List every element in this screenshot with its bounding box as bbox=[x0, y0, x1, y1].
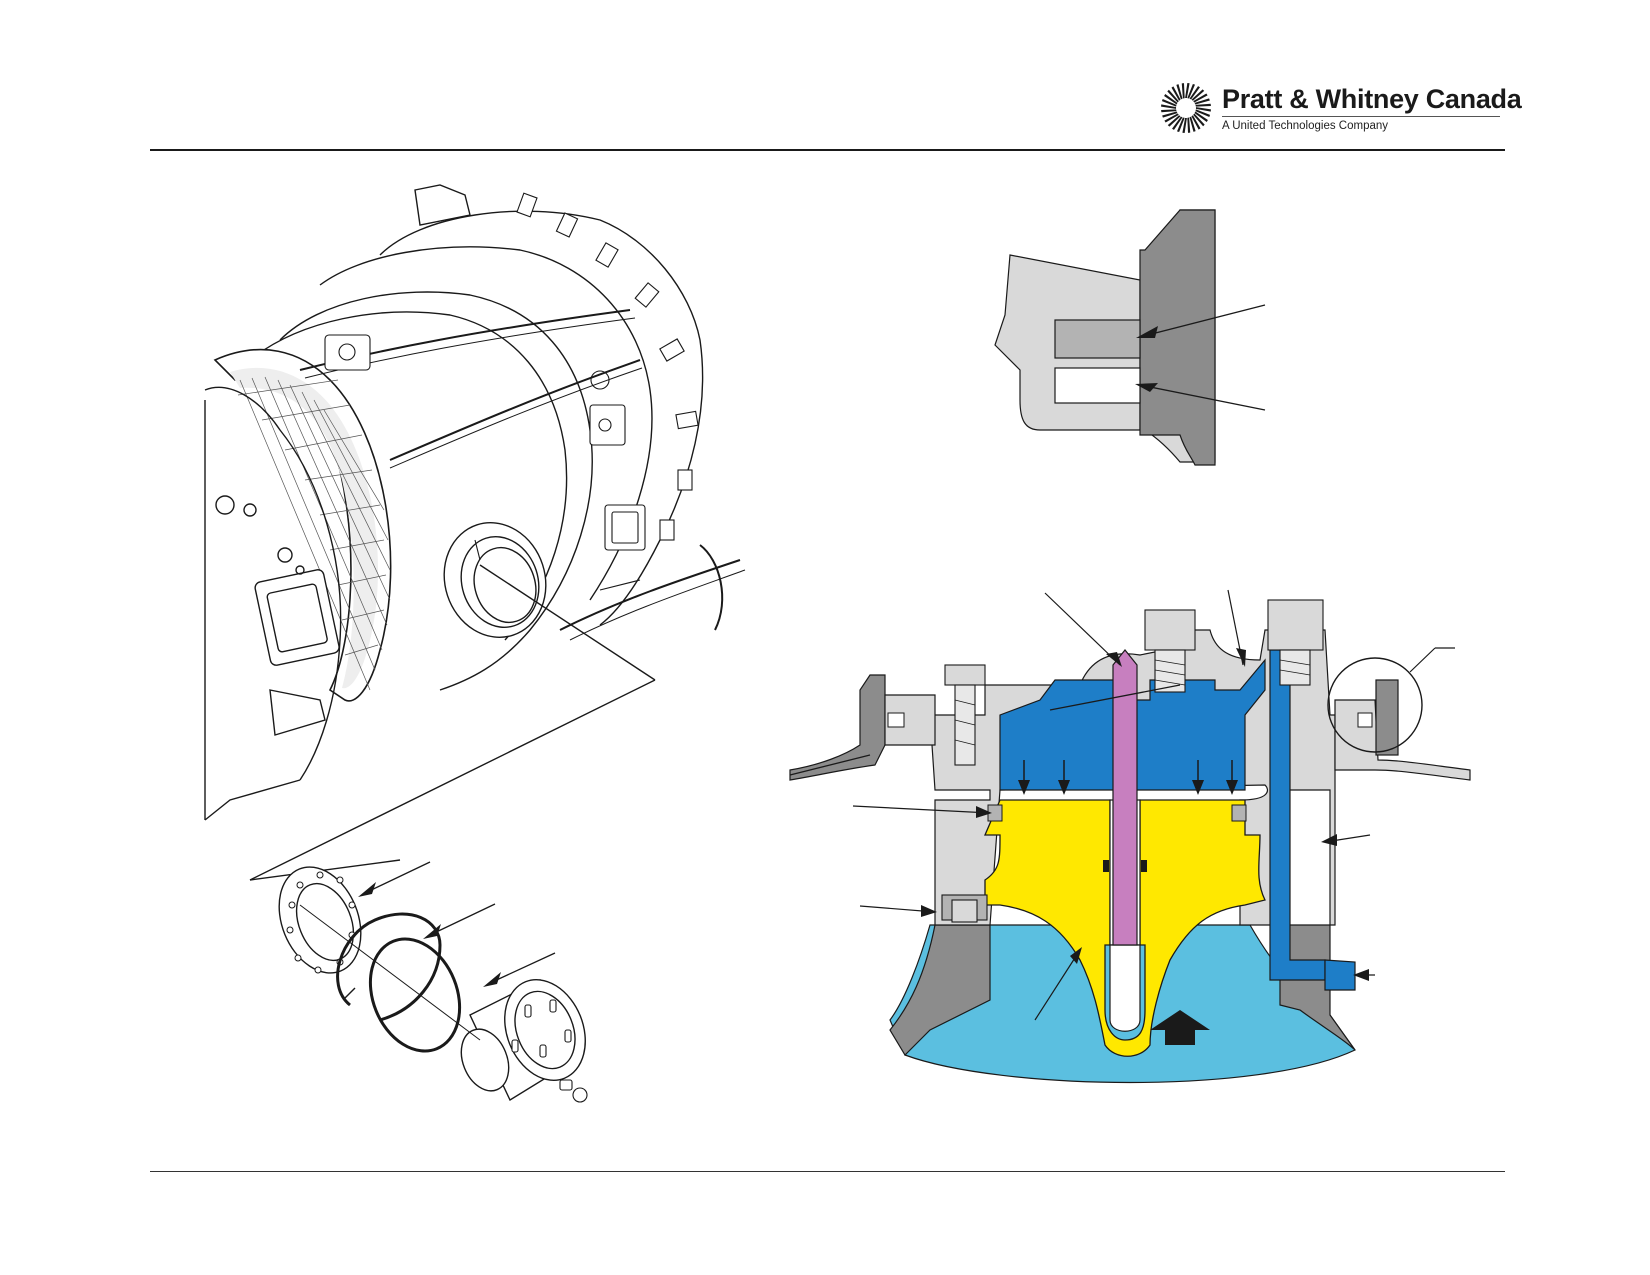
logo-ray bbox=[1194, 111, 1208, 122]
logo-ray bbox=[1191, 89, 1205, 101]
inlet-screen-mesh bbox=[213, 348, 392, 702]
logo-ray bbox=[1167, 115, 1181, 127]
logo-ray bbox=[1181, 83, 1185, 99]
logo-ray bbox=[1161, 98, 1177, 107]
logo-ray bbox=[1161, 109, 1177, 113]
company-name: Pratt & Whitney Canada bbox=[1222, 84, 1522, 114]
cartridge-assembly bbox=[460, 979, 588, 1103]
part-callout-arrows bbox=[364, 861, 556, 984]
logo-ray bbox=[1195, 107, 1211, 112]
logo-ray bbox=[1161, 104, 1177, 109]
brand-divider bbox=[1222, 116, 1500, 117]
seal-ring bbox=[368, 937, 462, 1053]
logo-ray bbox=[1195, 109, 1211, 118]
seal-detail-view bbox=[994, 209, 1266, 466]
header-rule bbox=[150, 149, 1505, 151]
logo-ray bbox=[1176, 84, 1183, 100]
logo-ray bbox=[1171, 86, 1181, 101]
logo-ray bbox=[1185, 83, 1190, 99]
logo-ray bbox=[1187, 117, 1191, 133]
company-tagline: A United Technologies Company bbox=[1222, 120, 1389, 132]
snap-ring bbox=[336, 912, 442, 1022]
logo-ray bbox=[1176, 117, 1185, 133]
logo-ray bbox=[1193, 93, 1208, 103]
logo-ray bbox=[1187, 83, 1196, 99]
brand-block: Pratt & Whitney Canada A United Technolo… bbox=[1160, 82, 1522, 138]
logo-ray bbox=[1191, 115, 1201, 130]
logo-ray bbox=[1189, 116, 1196, 132]
logo-ray bbox=[1164, 113, 1179, 123]
logo-ray bbox=[1194, 98, 1210, 105]
logo-ray bbox=[1162, 111, 1178, 118]
engine-exploded-view bbox=[204, 184, 746, 881]
footer-rule bbox=[150, 1171, 1505, 1172]
logo-ray bbox=[1167, 89, 1179, 103]
logo-ray bbox=[1193, 113, 1205, 127]
logo-ray bbox=[1164, 94, 1178, 105]
page-header: Pratt & Whitney Canada A United Technolo… bbox=[0, 0, 1650, 160]
logo-ray bbox=[1195, 103, 1211, 107]
logo-ray bbox=[1182, 117, 1187, 133]
logo-ray bbox=[1189, 86, 1200, 100]
valve-cross-section bbox=[789, 589, 1471, 1084]
exploded-parts bbox=[278, 861, 588, 1103]
logo-ray bbox=[1172, 116, 1183, 130]
pwc-sunburst-logo-icon bbox=[1161, 83, 1211, 133]
